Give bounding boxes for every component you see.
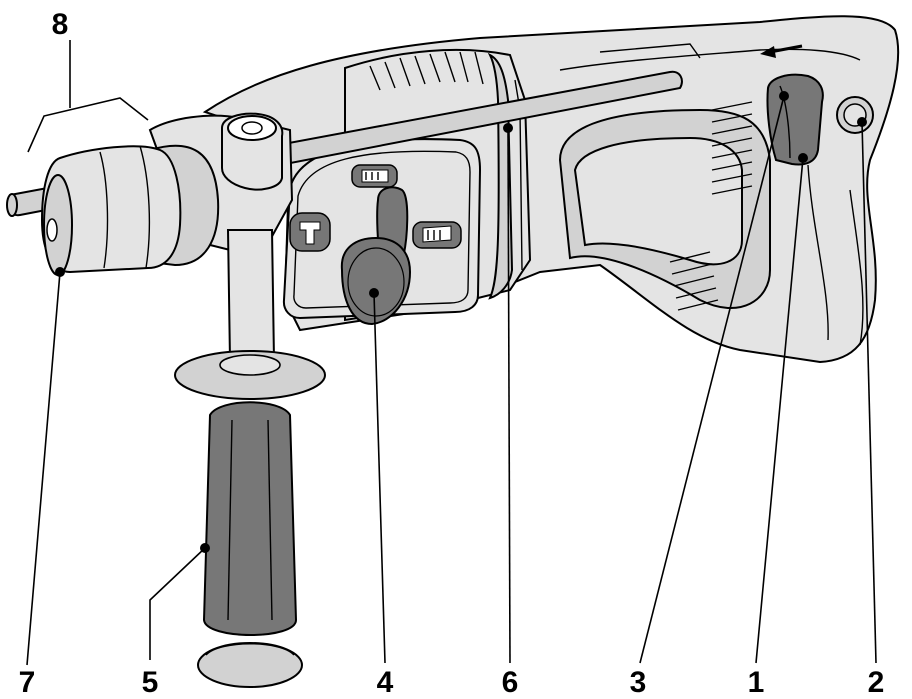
leader-1	[755, 157, 804, 664]
leader-6	[507, 127, 511, 664]
callout-1: 1	[748, 666, 765, 699]
vent-slots-upper	[711, 101, 753, 195]
leader-lines	[26, 40, 877, 666]
callout-2: 2	[868, 666, 885, 699]
leader-4	[373, 292, 386, 664]
leader-8	[27, 97, 149, 153]
callout-3: 3	[630, 666, 647, 699]
callout-6: 6	[502, 666, 519, 699]
mode-selector-panel	[282, 138, 482, 326]
leader-7	[26, 271, 61, 666]
callout-numbers: 8 7 5 4 6 3 1 2	[19, 8, 885, 699]
leader-2	[861, 121, 877, 664]
mode-selector-knob	[340, 236, 412, 326]
callout-4: 4	[377, 666, 394, 699]
lock-button	[836, 96, 874, 134]
callout-7: 7	[19, 666, 36, 699]
callout-5: 5	[142, 666, 159, 699]
leader-5	[149, 547, 206, 660]
leader-3	[639, 95, 785, 664]
vent-slots-lower	[669, 251, 719, 311]
callout-8: 8	[52, 8, 69, 41]
hammer-mode-icon	[289, 212, 331, 252]
chuck	[40, 144, 220, 276]
housing-ribs	[369, 51, 484, 91]
direction-arrow-icon	[760, 44, 803, 58]
rotary-hammer-mode-icon	[412, 221, 462, 249]
drill-mode-icon	[351, 164, 398, 188]
side-handle	[174, 229, 326, 688]
